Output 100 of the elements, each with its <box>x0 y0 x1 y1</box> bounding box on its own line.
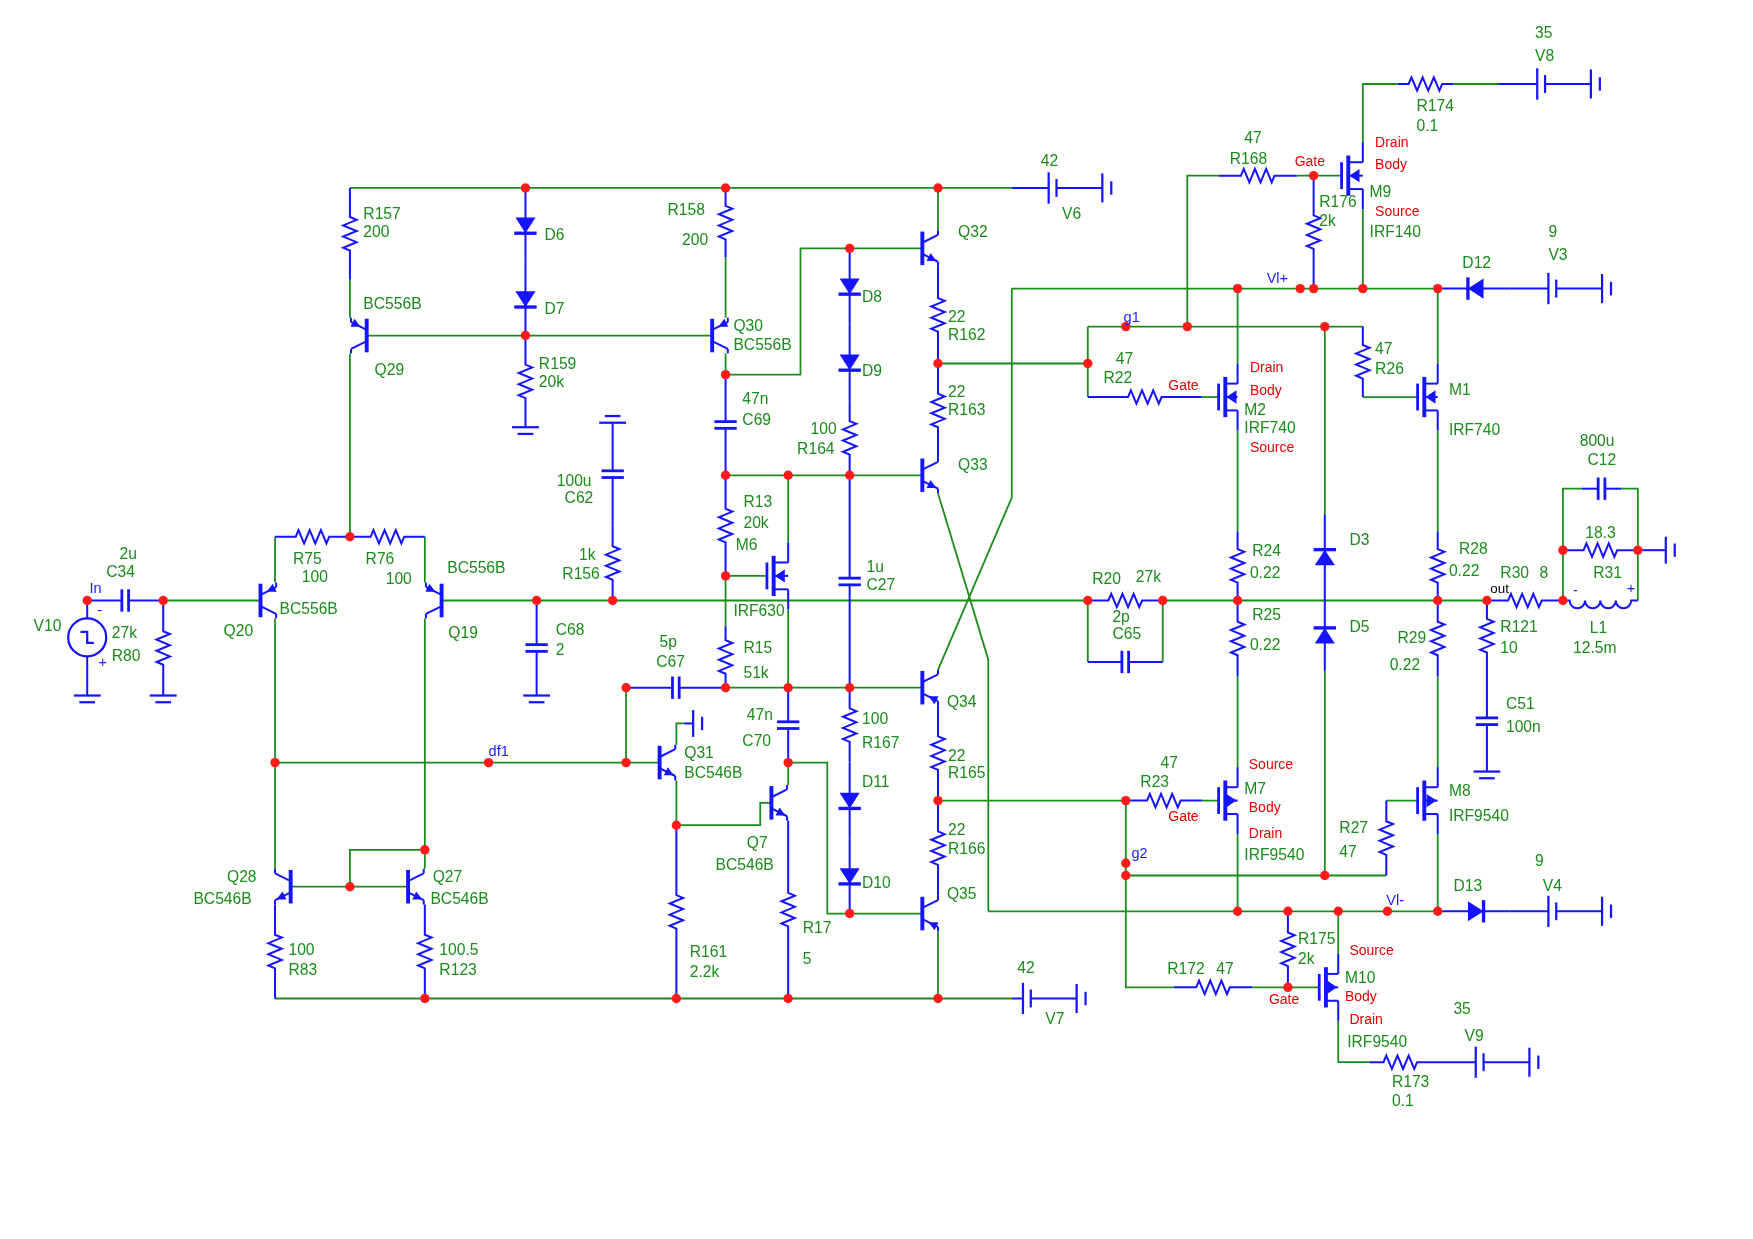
component-label: 10 <box>1500 639 1518 658</box>
component-label: Q31 <box>684 744 714 763</box>
component-label: R30 <box>1500 564 1530 583</box>
component-label: V3 <box>1548 246 1568 264</box>
component-label: 200 <box>681 231 709 249</box>
component-label: Q33 <box>958 456 988 474</box>
component-label: R158 <box>667 201 705 219</box>
component-label: Q32 <box>958 223 988 242</box>
component-label: 47n <box>742 390 769 408</box>
component-label: V9 <box>1464 1027 1484 1045</box>
component-label: 1u <box>866 558 884 576</box>
component-label: 47 <box>1375 340 1393 358</box>
component-label: 200 <box>363 223 390 242</box>
component-label: 1k <box>579 547 596 565</box>
net-label: g2 <box>1131 846 1148 863</box>
component-label: 42 <box>1017 959 1035 977</box>
component-label: D8 <box>861 288 882 306</box>
component-label: Q27 <box>432 869 463 887</box>
component-label: Q7 <box>746 834 768 852</box>
component-label: M10 <box>1344 969 1376 987</box>
component-label: R76 <box>365 550 395 568</box>
component-label: 100 <box>385 570 412 588</box>
net-label: - <box>1573 582 1578 599</box>
component-label: 5p <box>659 633 678 651</box>
component-label: D7 <box>544 301 565 319</box>
component-label: D10 <box>861 874 891 892</box>
pin-label: Drain <box>1249 361 1284 377</box>
pin-label: Body <box>1249 383 1282 399</box>
component-label: C69 <box>742 411 772 429</box>
component-label: R80 <box>111 647 141 665</box>
component-label: 47n <box>746 706 773 725</box>
pin-label: Gate <box>1294 154 1325 170</box>
component-label: R173 <box>1391 1073 1430 1091</box>
component-label: 47 <box>1216 960 1234 978</box>
net-label: In <box>89 581 102 598</box>
component-label: BC556B <box>733 336 792 355</box>
pin-label: Body <box>1344 989 1377 1005</box>
component-label: 5 <box>802 950 812 968</box>
component-label: 100 <box>301 568 328 586</box>
component-label: R24 <box>1252 542 1281 560</box>
component-label: 0.1 <box>1391 1092 1414 1110</box>
component-label: R15 <box>743 639 773 658</box>
component-label: 47 <box>1160 755 1178 773</box>
component-label: R20 <box>1092 570 1121 588</box>
net-label: g1 <box>1123 309 1140 326</box>
component-label: D9 <box>861 362 882 380</box>
component-label: 47 <box>1115 350 1134 368</box>
component-label: R159 <box>538 355 577 374</box>
component-label: D12 <box>1462 254 1492 272</box>
component-label: R17 <box>802 919 832 937</box>
component-label: C70 <box>742 732 772 750</box>
component-label: M1 <box>1448 381 1471 399</box>
component-label: R157 <box>363 206 401 224</box>
component-label: IRF740 <box>1448 421 1501 440</box>
component-label: 18.3 <box>1585 524 1616 542</box>
component-label: 27k <box>1135 568 1162 586</box>
component-label: BC546B <box>715 856 774 874</box>
component-label: 47 <box>1339 843 1357 861</box>
component-label: R22 <box>1103 369 1133 387</box>
component-label: R13 <box>743 493 773 511</box>
component-label: 100u <box>556 472 592 490</box>
component-label: IRF630 <box>733 602 785 621</box>
component-label: R27 <box>1339 819 1369 838</box>
pin-label: Source <box>1249 440 1295 456</box>
component-label: 100 <box>861 710 889 728</box>
component-label: Q29 <box>374 361 405 379</box>
component-label: 0.22 <box>1249 636 1281 654</box>
component-label: V4 <box>1542 877 1562 896</box>
net-label: Vl- <box>1386 893 1405 910</box>
component-label: IRF9540 <box>1244 846 1305 864</box>
component-label: 0.22 <box>1448 562 1480 580</box>
component-label: M8 <box>1448 782 1471 801</box>
component-label: M7 <box>1244 780 1267 798</box>
component-label: R25 <box>1252 606 1281 624</box>
pin-label: Body <box>1375 157 1407 174</box>
component-label: D3 <box>1349 531 1370 549</box>
pin-label: Gate <box>1168 809 1199 825</box>
component-label: L1 <box>1589 619 1608 637</box>
component-label: R26 <box>1375 360 1404 378</box>
component-label: R28 <box>1458 540 1488 558</box>
component-label: C67 <box>656 653 685 671</box>
net-label: + <box>98 654 107 671</box>
component-label: R174 <box>1416 97 1454 115</box>
pin-label: Gate <box>1168 379 1199 395</box>
component-label: R165 <box>948 765 986 783</box>
component-label: 0.1 <box>1416 117 1439 135</box>
component-label: 100n <box>1505 718 1541 736</box>
component-label: R167 <box>861 734 900 753</box>
pin-label: Source <box>1349 943 1394 960</box>
pin-label: Source <box>1248 758 1294 774</box>
component-label: 22 <box>948 747 966 765</box>
component-label: V10 <box>33 617 62 635</box>
component-label: C65 <box>1112 625 1142 643</box>
component-label: V8 <box>1535 47 1555 65</box>
component-label: BC556B <box>447 559 506 577</box>
component-label: BC556B <box>279 600 338 618</box>
pin-label: Drain <box>1375 135 1409 151</box>
component-label: 9 <box>1548 223 1558 242</box>
component-label: 12.5m <box>1573 639 1617 658</box>
component-label: C34 <box>106 563 135 581</box>
